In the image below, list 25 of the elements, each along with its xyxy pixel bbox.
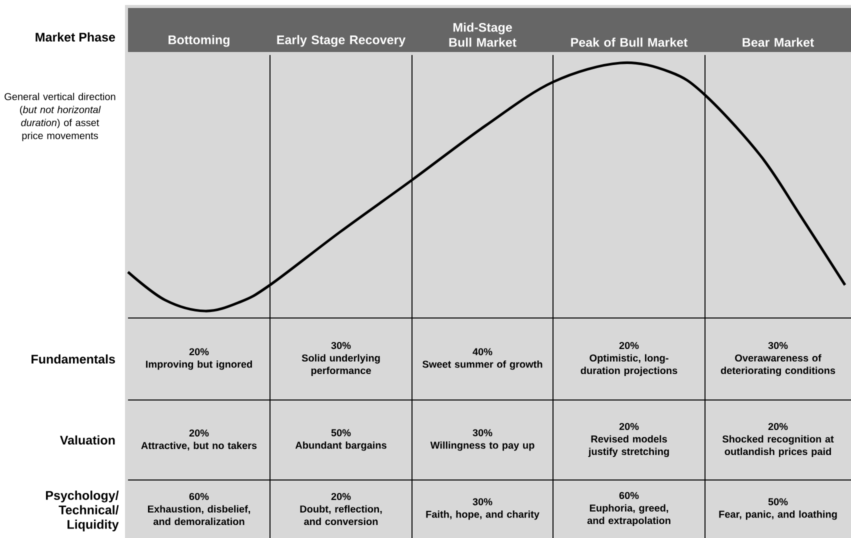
table-cell: 50% Fear, panic, and loathing [719,498,837,520]
row-header: Psychology/ Technical/ Liquidity [46,490,119,532]
table-cell: 30% Solid underlying performance [302,342,380,376]
row-header: Market Phase [36,32,116,42]
column-header: Early Stage Recovery [277,35,406,47]
table-cell: 60% Euphoria, greed, and extrapolation [587,492,670,526]
table-cell: 60% Exhaustion, disbelief, and demoralization [148,492,250,526]
row-header: Valuation [60,435,115,445]
table-cell: 20% Optimistic, long-duration projections [580,342,678,376]
table-cell: 30% Overawareness of deteriorating conditions [720,342,836,376]
column-header: Bottoming [168,35,230,47]
table-cell: 20% Improving but ignored [146,348,252,370]
table-cell: 20% Doubt, reflection, and conversion [300,492,382,526]
table-cell: 20% Shocked recognition at outlandish prices paid [722,422,834,458]
row-header: Fundamentals [32,354,115,364]
table-cell: 30% Willingness to pay up [430,429,534,451]
table-cell: 40% Sweet summer of growth [422,348,542,370]
table-cell: 30% Faith, hope, and charity [426,498,540,520]
column-header: Mid-Stage Bull Market [449,22,516,47]
table-cell: 50% Abundant bargains [295,429,386,451]
axis-description: General vertical direction (but not horizontal duration) of asset price movements [4,92,116,142]
column-header: Peak of Bull Market [571,38,688,47]
column-header: Bear Market [742,38,814,47]
table-cell: 20% Revised models justify stretching [588,422,669,458]
table-cell: 20% Attractive, but no takers [141,430,257,451]
